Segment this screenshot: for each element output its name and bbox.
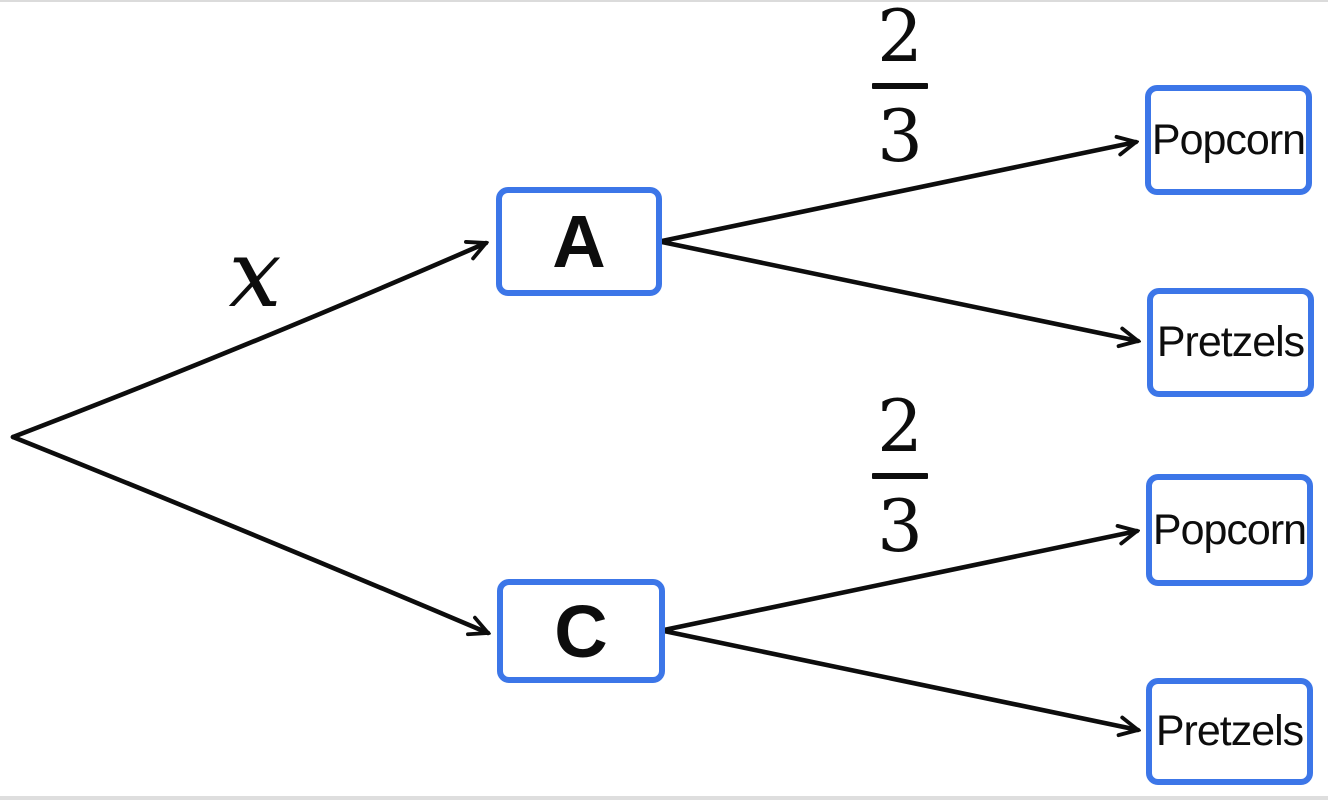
node-a-label: A xyxy=(552,200,606,283)
leaf-c-pretzels-box: Pretzels xyxy=(1146,678,1313,785)
branch-root-to-c xyxy=(10,434,488,633)
leaf-c-popcorn-box: Popcorn xyxy=(1146,474,1313,586)
leaf-a-pretzels-box: Pretzels xyxy=(1147,288,1314,397)
branch-root-to-a xyxy=(10,243,486,440)
branch-c-to-popcorn xyxy=(661,531,1137,633)
branch-a-to-popcorn xyxy=(659,142,1136,244)
fraction-numerator: 2 xyxy=(877,0,923,78)
fraction-bar xyxy=(872,83,928,89)
branch-c-to-pretzels xyxy=(661,628,1138,730)
node-c-label: C xyxy=(554,589,608,673)
fraction-bar xyxy=(872,473,928,479)
leaf-c-pretzels-label: Pretzels xyxy=(1155,707,1304,755)
node-a-box: A xyxy=(496,187,662,296)
leaf-a-popcorn-label: Popcorn xyxy=(1151,115,1306,164)
leaf-c-popcorn-label: Popcorn xyxy=(1152,505,1307,554)
probability-fraction-c-popcorn: 2 3 xyxy=(858,390,942,562)
fraction-denominator: 3 xyxy=(877,94,923,178)
fraction-numerator: 2 xyxy=(877,384,923,468)
leaf-a-popcorn-box: Popcorn xyxy=(1145,85,1312,195)
branch-label-x: x xyxy=(228,220,282,329)
leaf-a-pretzels-label: Pretzels xyxy=(1156,318,1305,366)
branch-a-to-pretzels xyxy=(659,239,1138,341)
fraction-denominator: 3 xyxy=(877,484,923,568)
probability-fraction-a-popcorn: 2 3 xyxy=(858,0,942,172)
node-c-box: C xyxy=(497,579,665,683)
